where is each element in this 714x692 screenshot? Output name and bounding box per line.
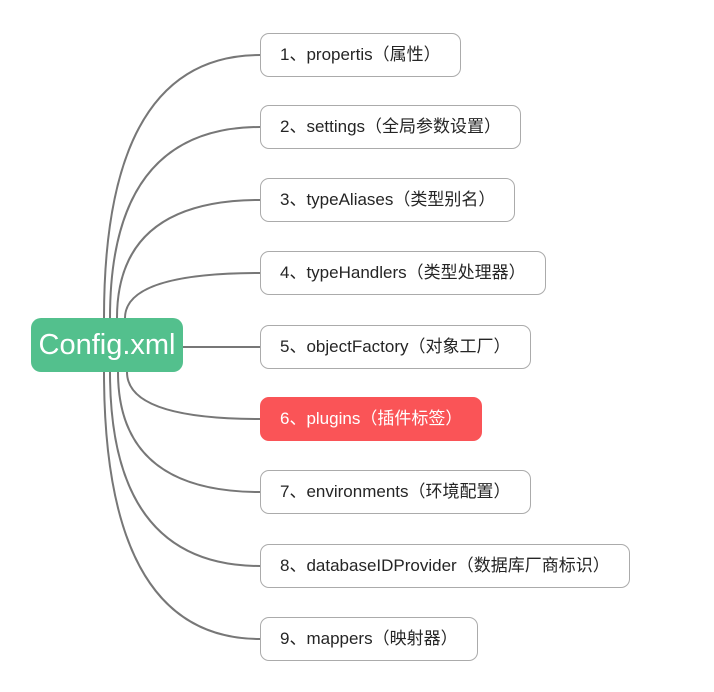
node-environments[interactable]: 7、environments（环境配置） bbox=[260, 470, 531, 514]
connector-propertis bbox=[103, 54, 261, 319]
node-objectfactory[interactable]: 5、objectFactory（对象工厂） bbox=[260, 325, 531, 369]
node-mappers[interactable]: 9、mappers（映射器） bbox=[260, 617, 478, 661]
node-typealiases[interactable]: 3、typeAliases（类型别名） bbox=[260, 178, 516, 222]
connector-databaseidprovider bbox=[109, 371, 261, 567]
node-typehandlers[interactable]: 4、typeHandlers（类型处理器） bbox=[260, 251, 546, 295]
connector-environments bbox=[117, 371, 261, 493]
node-settings[interactable]: 2、settings（全局参数设置） bbox=[260, 105, 522, 149]
connector-typealiases bbox=[116, 199, 261, 319]
node-propertis[interactable]: 1、propertis（属性） bbox=[260, 33, 461, 77]
connector-mappers bbox=[103, 371, 261, 640]
node-databaseidprovider[interactable]: 8、databaseIDProvider（数据库厂商标识） bbox=[260, 544, 630, 588]
connector-typehandlers bbox=[124, 272, 261, 319]
root-node-config-xml[interactable]: Config.xml bbox=[31, 318, 183, 372]
connector-settings bbox=[109, 126, 261, 319]
connector-plugins bbox=[126, 371, 261, 420]
node-plugins[interactable]: 6、plugins（插件标签） bbox=[260, 397, 483, 441]
